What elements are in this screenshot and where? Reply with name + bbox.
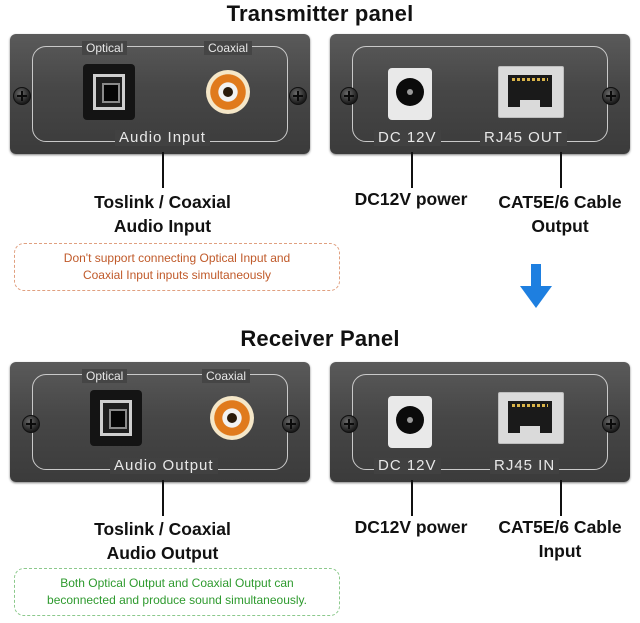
- rj45-port-icon: [498, 392, 564, 444]
- optical-port-icon: [90, 390, 142, 446]
- down-arrow-icon: [520, 264, 552, 308]
- optical-label: Optical: [82, 369, 128, 383]
- rj45-port-icon: [498, 66, 564, 118]
- screw-icon: [340, 87, 358, 105]
- coaxial-label: Coaxial: [202, 369, 251, 383]
- cable-input-caption: CAT5E/6 Cable Input: [498, 517, 622, 561]
- audio-input-caption: Toslink / Coaxial Audio Input: [94, 192, 231, 236]
- screw-icon: [340, 415, 358, 433]
- cable-output-caption: CAT5E/6 Cable Output: [498, 192, 622, 236]
- transmitter-title: Transmitter panel: [226, 1, 414, 26]
- power-connector-line: [411, 152, 413, 188]
- cable-connector-line: [560, 480, 562, 516]
- screw-icon: [602, 87, 620, 105]
- audio-output-caption: Toslink / Coaxial Audio Output: [94, 519, 231, 563]
- audio-output-label: Audio Output: [110, 458, 218, 474]
- audio-connector-line: [162, 152, 164, 188]
- coaxial-port-icon: [210, 396, 254, 440]
- dc-12v-label: DC 12V: [374, 130, 441, 146]
- dc-jack-icon: [388, 396, 432, 448]
- dc-jack-icon: [388, 68, 432, 120]
- transmitter-warning-note: Don't support connecting Optical Input a…: [14, 243, 340, 291]
- rj45-out-label: RJ45 OUT: [480, 130, 567, 146]
- transmitter-power-panel: DC 12V RJ45 OUT: [330, 34, 630, 154]
- screw-icon: [602, 415, 620, 433]
- receiver-power-panel: DC 12V RJ45 IN: [330, 362, 630, 482]
- coaxial-label: Coaxial: [204, 41, 253, 55]
- power-connector-line: [411, 480, 413, 516]
- transmitter-audio-panel: Optical Coaxial Audio Input: [10, 34, 310, 154]
- optical-port-icon: [83, 64, 135, 120]
- dc-power-caption: DC12V power: [354, 189, 468, 209]
- audio-connector-line: [162, 480, 164, 516]
- receiver-info-note: Both Optical Output and Coaxial Output c…: [14, 568, 340, 616]
- dc-power-caption: DC12V power: [354, 517, 468, 537]
- receiver-audio-panel: Optical Coaxial Audio Output: [10, 362, 310, 482]
- screw-icon: [289, 87, 307, 105]
- screw-icon: [22, 415, 40, 433]
- optical-label: Optical: [82, 41, 128, 55]
- screw-icon: [282, 415, 300, 433]
- rj45-in-label: RJ45 IN: [490, 458, 560, 474]
- coaxial-port-icon: [206, 70, 250, 114]
- dc-12v-label: DC 12V: [374, 458, 441, 474]
- cable-connector-line: [560, 152, 562, 188]
- receiver-title: Receiver Panel: [240, 326, 400, 351]
- audio-input-label: Audio Input: [115, 130, 210, 146]
- screw-icon: [13, 87, 31, 105]
